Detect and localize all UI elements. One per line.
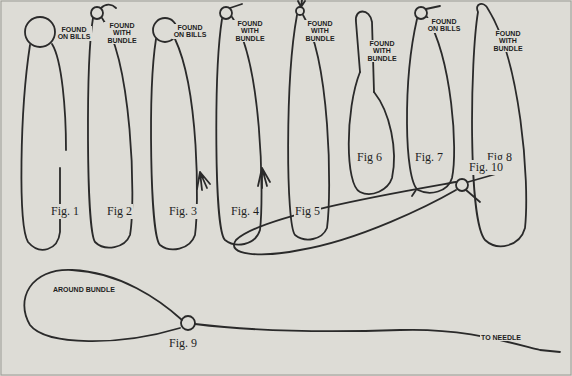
figure-note: FOUND WITH BUNDLE	[490, 30, 526, 52]
figure-number: Fig. 3	[168, 204, 198, 219]
figure-number: Fig. 4	[230, 204, 260, 219]
figure-number: Fig. 1	[50, 204, 80, 219]
figure-number: Fig 2	[106, 204, 133, 219]
figure-note: FOUND ON BILLS	[172, 24, 208, 39]
leader-note: TO NEEDLE	[480, 334, 522, 341]
figure-note: FOUND ON BILLS	[56, 26, 92, 41]
figure-number: Fig. 10	[468, 160, 504, 175]
figure-note: AROUND BUNDLE	[52, 286, 116, 293]
figure-note: FOUND WITH BUNDLE	[232, 20, 268, 42]
figure-number: Fig 6	[356, 150, 383, 165]
figure-number: Fig 5	[294, 204, 321, 219]
figure-note: FOUND WITH BUNDLE	[364, 40, 400, 62]
figure-note: FOUND WITH BUNDLE	[302, 20, 338, 42]
figure-number: Fig. 9	[168, 336, 198, 351]
figure-note: FOUND WITH BUNDLE	[104, 22, 140, 44]
figure-number: Fig. 7	[414, 150, 444, 165]
figure-note: FOUND ON BILLS	[426, 18, 462, 33]
